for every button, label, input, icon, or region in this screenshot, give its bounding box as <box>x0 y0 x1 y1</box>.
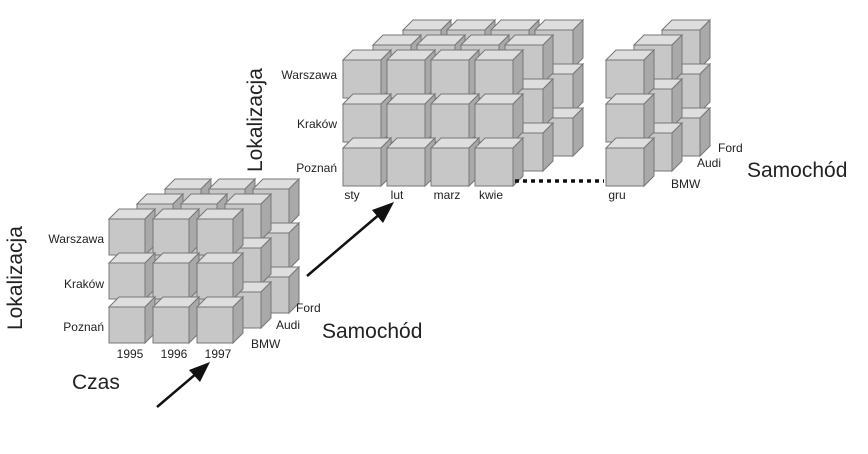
right-city-label-poznan: Poznań <box>296 161 337 175</box>
right-axis-location-label: Lokalizacja <box>244 68 267 172</box>
left-cube-block-r2-c1-d0 <box>151 295 201 345</box>
right-cube-block-r1-c1-d0 <box>385 92 437 144</box>
right-cube-gru-block-r0-c0-d0 <box>604 48 656 100</box>
right-month-label-kwie: kwie <box>479 188 503 202</box>
left-cube-block-r0-c1-d0 <box>151 207 201 257</box>
left-year-label-1995: 1995 <box>117 347 144 361</box>
right-car-label-audi: Audi <box>697 156 721 170</box>
left-cube-block-r0-c2-d0 <box>195 207 245 257</box>
left-car-label-ford: Ford <box>296 301 321 315</box>
right-cube-block-r0-c1-d0 <box>385 48 437 100</box>
left-cube-block-r1-c1-d0 <box>151 251 201 301</box>
left-year-label-1997: 1997 <box>205 347 232 361</box>
right-axis-car-label: Samochód <box>747 159 847 182</box>
right-city-label-krakow: Kraków <box>297 117 337 131</box>
right-city-label-warszawa: Warszawa <box>281 68 337 82</box>
left-axis-time-label: Czas <box>72 371 120 394</box>
left-cube-block-r0-c0-d0 <box>107 207 157 257</box>
right-cube-block-r1-c2-d0 <box>429 92 481 144</box>
right-cube-gru-block-r2-c0-d0 <box>604 136 656 188</box>
left-year-label-1996: 1996 <box>161 347 188 361</box>
right-month-label-gru: gru <box>608 188 625 202</box>
right-month-label-lut: lut <box>391 188 404 202</box>
right-car-label-ford: Ford <box>718 141 743 155</box>
right-cube-block-r0-c3-d0 <box>473 48 525 100</box>
left-city-label-krakow: Kraków <box>64 277 104 291</box>
left-cube-block-r1-c2-d0 <box>195 251 245 301</box>
cube-blocks <box>107 18 712 345</box>
right-cube-block-r2-c2-d0 <box>429 136 481 188</box>
right-car-label-bmw: BMW <box>671 177 701 191</box>
right-month-label-marz: marz <box>434 188 461 202</box>
left-car-label-audi: Audi <box>276 318 300 332</box>
left-city-label-warszawa: Warszawa <box>48 232 104 246</box>
left-city-label-poznan: Poznań <box>63 320 104 334</box>
right-month-label-sty: sty <box>344 188 359 202</box>
right-cube-gru-block-r1-c0-d0 <box>604 92 656 144</box>
left-axis-car-label: Samochód <box>322 320 422 343</box>
left-cube-block-r1-c0-d0 <box>107 251 157 301</box>
arrow-time-lower <box>156 362 210 408</box>
arrow-time-upper <box>306 202 394 277</box>
right-cube-block-r0-c2-d0 <box>429 48 481 100</box>
left-car-label-bmw: BMW <box>251 337 281 351</box>
left-cube-block-r2-c2-d0 <box>195 295 245 345</box>
left-cube-block-r2-c0-d0 <box>107 295 157 345</box>
left-axis-location-label: Lokalizacja <box>4 226 27 330</box>
right-cube-block-r1-c3-d0 <box>473 92 525 144</box>
right-cube-block-r0-c0-d0 <box>341 48 393 100</box>
right-cube-block-r2-c0-d0 <box>341 136 393 188</box>
right-cube-block-r2-c3-d0 <box>473 136 525 188</box>
right-cube-block-r2-c1-d0 <box>385 136 437 188</box>
right-cube-block-r1-c0-d0 <box>341 92 393 144</box>
